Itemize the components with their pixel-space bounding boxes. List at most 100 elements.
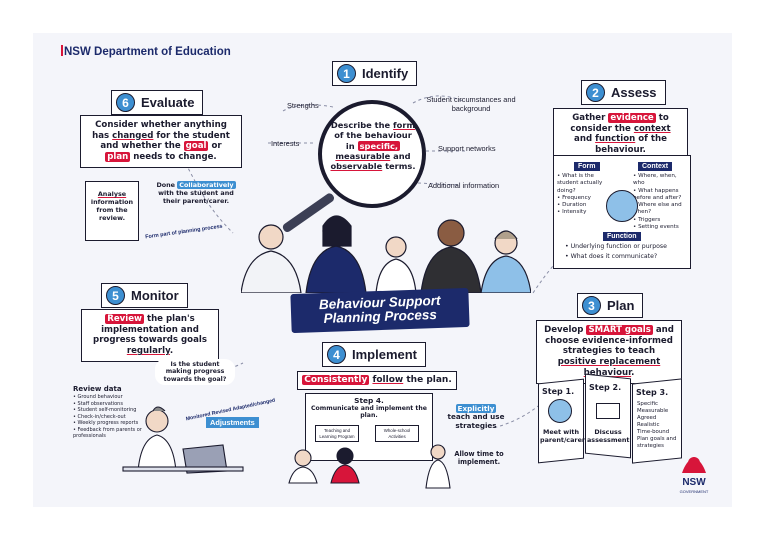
plan-smart-goals: SMART goals [586, 325, 653, 335]
evaluate-title: 6 Evaluate [111, 90, 204, 115]
evaluate-title-text: Evaluate [141, 95, 195, 110]
process-banner: Behaviour Support Planning Process [290, 287, 470, 334]
label-strengths: Strengths [287, 101, 319, 110]
analyse-card: Analyse information from the review. [85, 181, 139, 241]
evaluate-text-3: or [208, 141, 222, 152]
plan-positive-behaviour: positive replacement behaviour [557, 357, 661, 378]
implement-explicitly: Explicitly [455, 404, 497, 413]
red-bar-icon [61, 45, 63, 56]
plan-text-1: Develop [544, 325, 587, 335]
assess-text-4: of the behaviour. [595, 134, 667, 156]
board-title: Step 4. [354, 396, 384, 405]
evaluate-goal: goal [183, 141, 209, 152]
implement-consistently: Consistently [302, 375, 370, 385]
step-number: 3 [582, 296, 601, 315]
parent-portrait-icon [548, 399, 572, 423]
student-portrait-icon [606, 190, 638, 222]
step-number: 1 [337, 64, 356, 83]
plan-description: Develop SMART goals and choose evidence-… [536, 320, 682, 384]
step-2-title: Step 2. [589, 383, 622, 392]
lens-specific: specific, [357, 140, 401, 151]
lens-end: terms. [382, 161, 416, 172]
lens-text-2: of the behaviour in [334, 130, 412, 151]
assess-context: context [633, 123, 671, 134]
monitor-title: 5 Monitor [101, 283, 188, 308]
department-name: NSW Department of Education [64, 46, 231, 58]
step-3-text: Specific Measurable Agreed Realistic Tim… [637, 401, 677, 450]
identify-title: 1 Identify [332, 61, 418, 86]
allow-time-text: Allow time to implement. [454, 450, 504, 466]
monitor-title-text: Monitor [131, 288, 179, 303]
nsw-logo-text: NSW [682, 477, 706, 488]
step-number: 2 [586, 83, 605, 102]
assess-title-text: Assess [611, 85, 657, 100]
evaluate-done: Done [156, 181, 178, 189]
monitor-text-1: the plan's implementation and progress t… [93, 314, 207, 346]
assess-text-3: and [574, 134, 596, 145]
collaboration-note: Done Collaboratively with the student an… [153, 181, 239, 205]
identify-lens-text: Describe the form of the behaviour in sp… [330, 120, 416, 172]
plan-title: 3 Plan [577, 293, 644, 318]
step-number: 5 [106, 286, 125, 305]
assess-description: Gather evidence to consider the context … [553, 108, 688, 161]
evaluate-plan: plan [105, 152, 131, 163]
implement-title-text: Implement [352, 347, 418, 362]
lens-measurable: measurable [335, 151, 391, 162]
department-header: NSW Department of Education [61, 45, 231, 58]
label-additional-information: Additional information [428, 181, 500, 190]
evaluate-done-rest: with the student and their parent/carer. [158, 189, 234, 205]
step-1-title: Step 1. [542, 387, 575, 396]
step-number: 6 [116, 93, 135, 112]
review-data-items: • Ground behaviour • Staff observations … [73, 394, 142, 439]
context-items: • Where, when, who • What happens before… [633, 173, 682, 230]
plan-text-3: . [631, 367, 635, 378]
form-heading: Form [574, 162, 600, 171]
identify-title-text: Identify [362, 66, 409, 81]
assess-text-2: to consider the [570, 113, 669, 134]
monitor-description: Review the plan's implementation and pro… [81, 309, 219, 362]
implement-rest: the plan. [403, 375, 452, 385]
assess-evidence: evidence [608, 113, 656, 123]
classroom-illustration [288, 444, 451, 489]
adjustments-tag: Adjustments [206, 417, 259, 428]
doc-teaching-program: Teaching and Learning Program [315, 425, 359, 442]
progress-question-bubble: Is the student making progress towards t… [155, 359, 235, 386]
assess-text-1: Gather [572, 113, 609, 123]
lens-form: form [393, 120, 416, 130]
nsw-logo-sub: GOVERNMENT [679, 489, 709, 494]
people-group-illustration [241, 215, 531, 293]
assess-function: function [595, 134, 636, 145]
evaluate-text-4: needs to change. [130, 152, 217, 163]
lens-observable: observable [330, 161, 383, 172]
label-interests: Interests [271, 139, 300, 148]
monitor-regularly: regularly [126, 346, 170, 357]
implement-title: 4 Implement [322, 342, 427, 367]
evaluate-collaboratively: Collaboratively [177, 181, 236, 189]
evaluate-changed: changed [112, 130, 154, 141]
implement-description: Consistently follow the plan. [297, 371, 457, 391]
implement-follow: follow [372, 375, 404, 385]
waratah-logo-icon [682, 457, 706, 473]
plan-text-2: and choose evidence-informed strategies … [545, 325, 674, 357]
step-3-title: Step 3. [636, 388, 669, 397]
monitor-review: Review [105, 314, 144, 324]
analyse-heading: Analyse [97, 190, 127, 198]
context-heading: Context [638, 162, 673, 171]
step-number: 4 [327, 345, 346, 364]
assess-title: 2 Assess [581, 80, 666, 105]
evaluate-text-2: for the student and whether the [100, 130, 230, 152]
step-2-text: Discuss assessment [587, 428, 630, 444]
evaluate-text-1: Consider whether anything has [92, 120, 227, 141]
implement-teach-rest: teach and use strategies [447, 412, 505, 430]
monitor-text-2: . [169, 346, 174, 357]
function-item-2: • What does it communicate? [565, 253, 658, 260]
function-heading: Function [603, 232, 641, 241]
evaluate-description: Consider whether anything has changed fo… [80, 115, 242, 168]
doc-whole-school: Whole-school Activities [375, 425, 419, 442]
label-support-networks: Support networks [438, 144, 496, 153]
magnifying-glass-icon [318, 100, 426, 208]
analyse-text: information from the review. [90, 198, 134, 222]
board-subtitle: Communicate and implement the plan. [311, 405, 427, 420]
step-1-text: Meet with parent/carer [540, 428, 586, 444]
